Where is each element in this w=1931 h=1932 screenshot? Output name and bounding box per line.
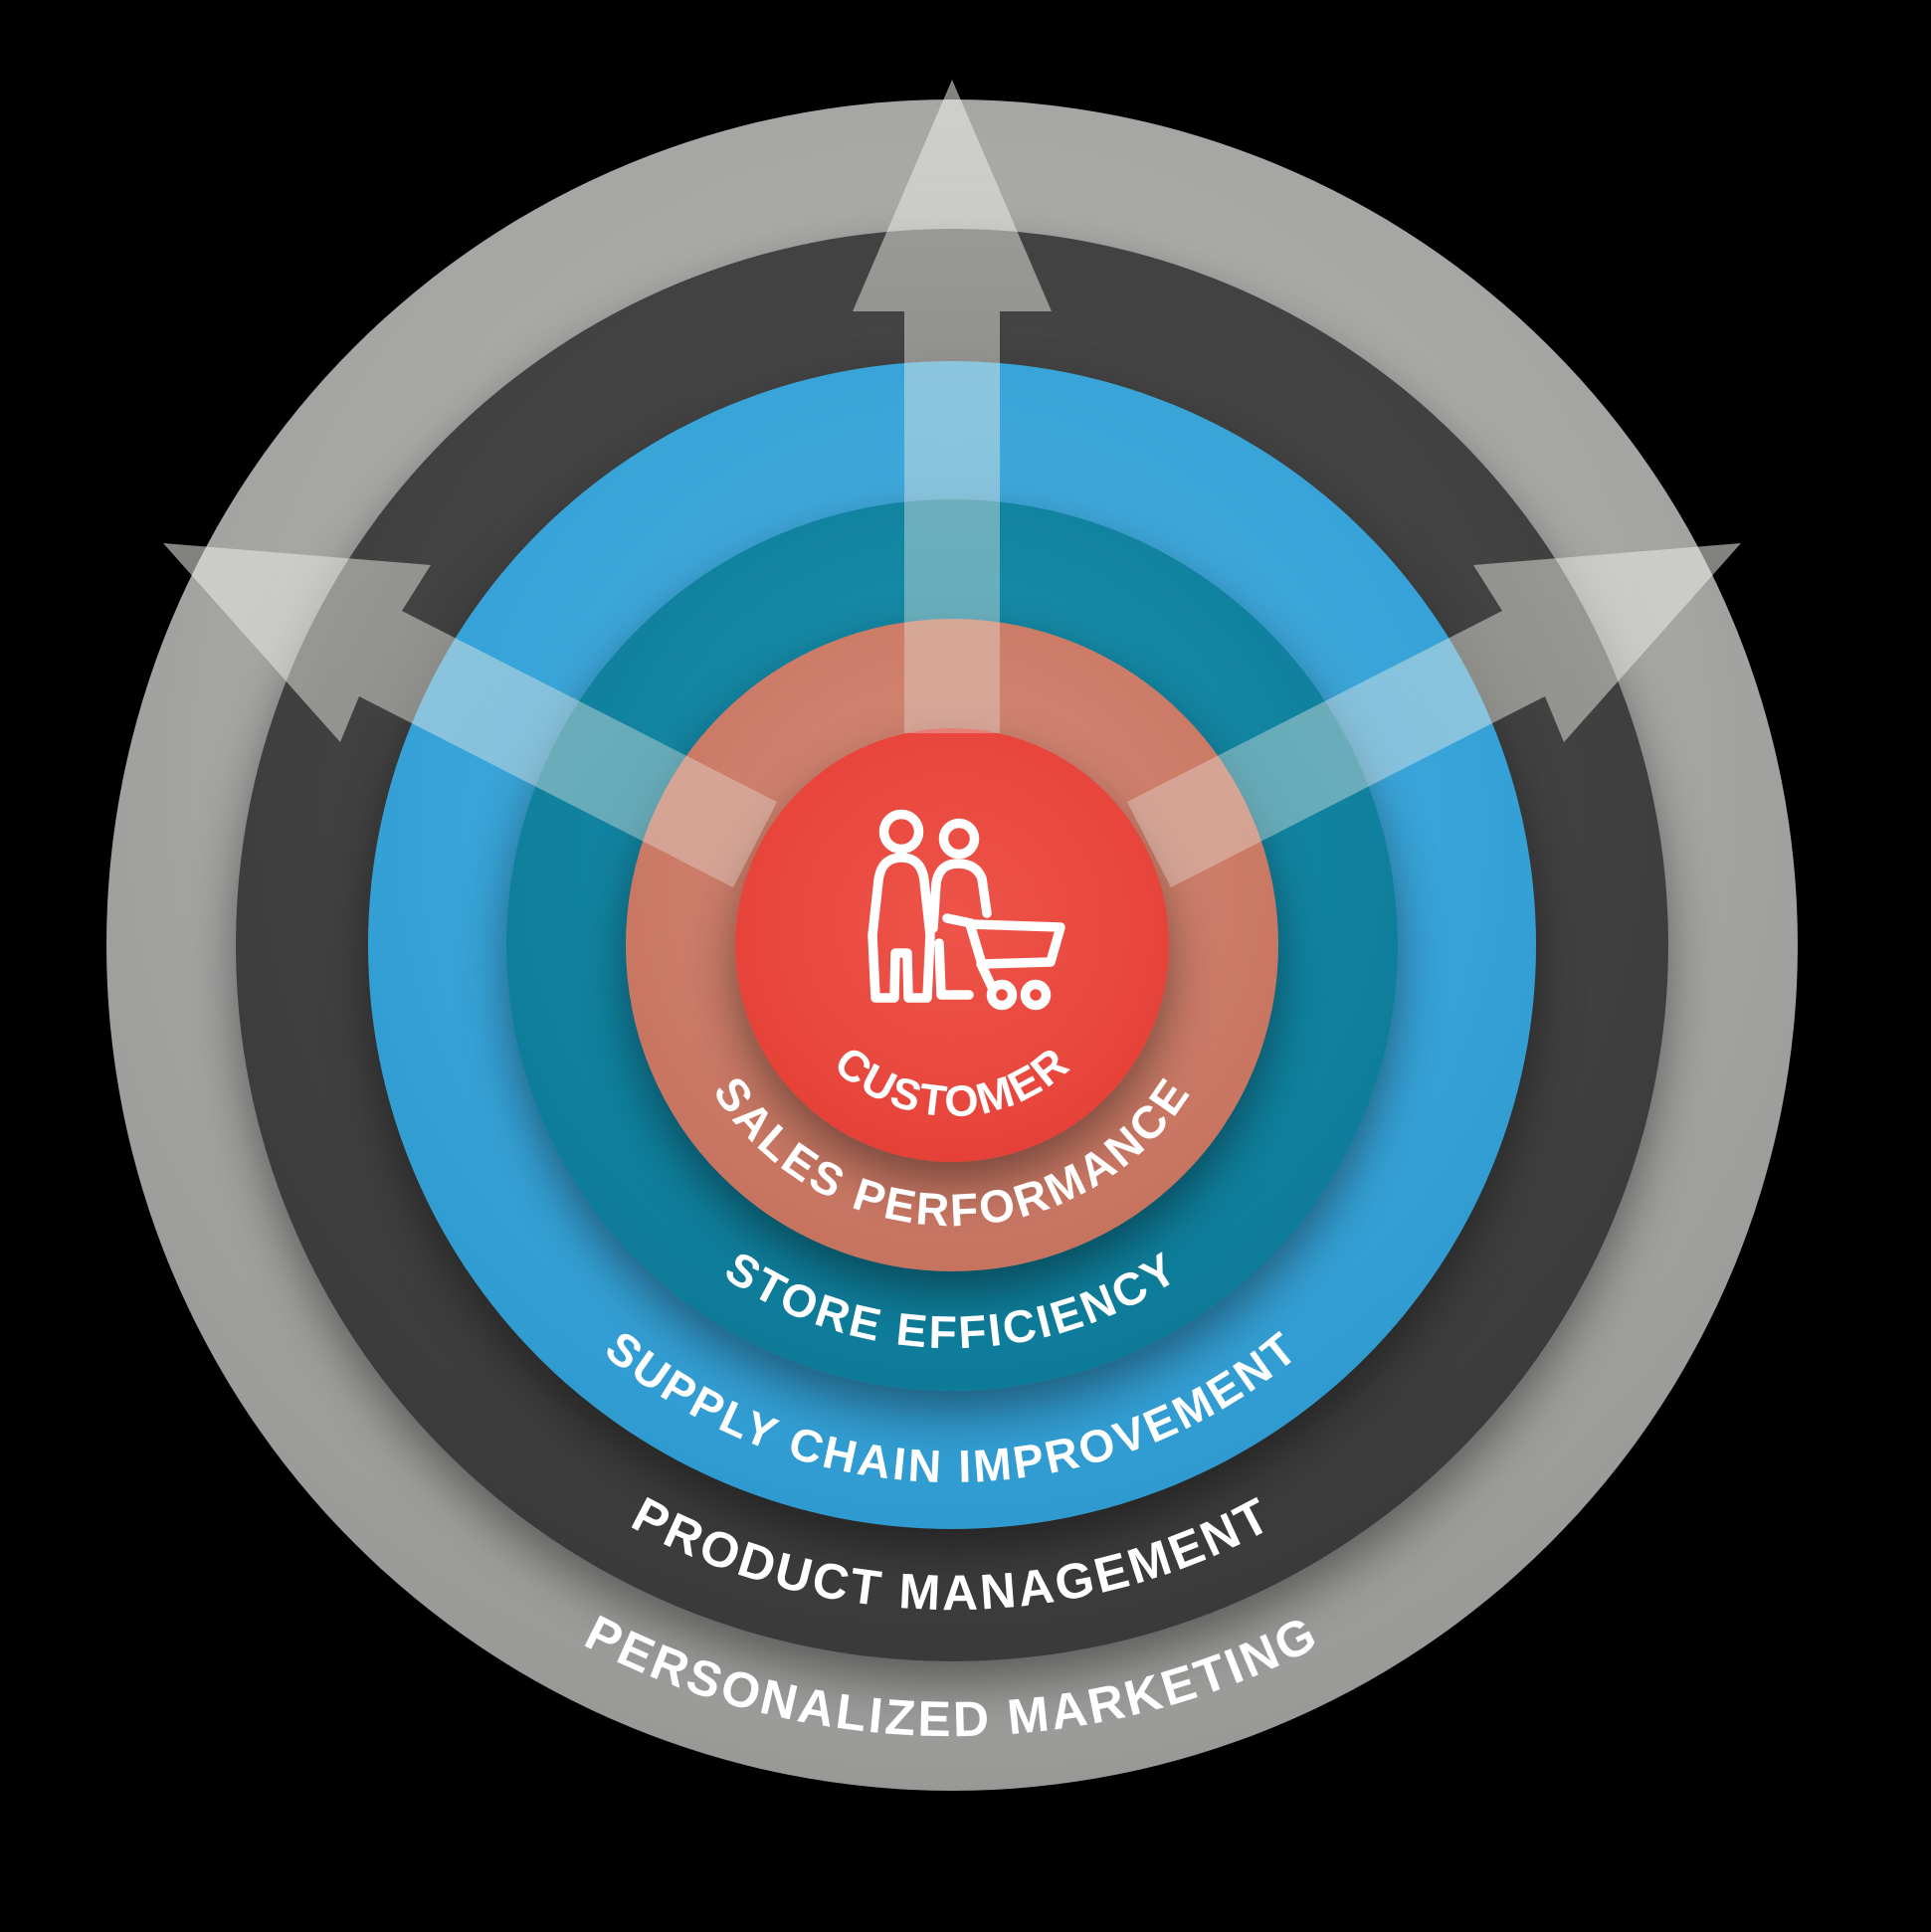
ring-customer-center — [735, 728, 1169, 1162]
